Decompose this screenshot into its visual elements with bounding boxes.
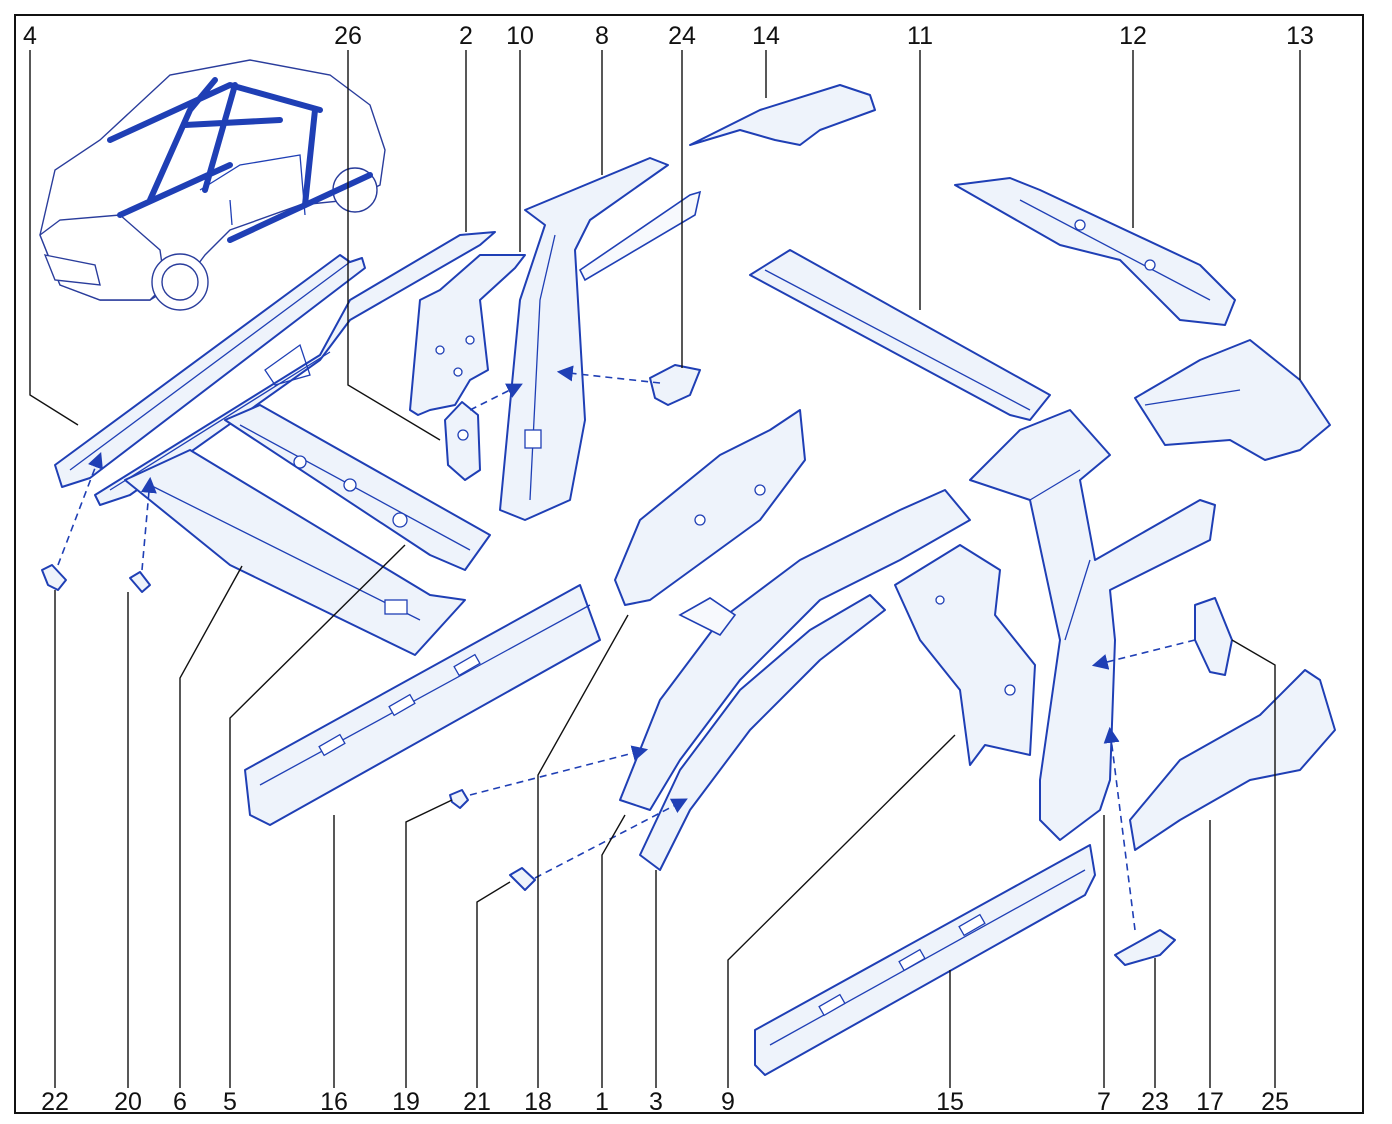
overview-car: [39, 59, 386, 311]
callout-16: 16: [320, 1088, 348, 1116]
callout-17: 17: [1196, 1088, 1224, 1116]
callout-5: 5: [223, 1088, 237, 1116]
part-13-rear-quarter: [1134, 339, 1331, 461]
part-16-sill-inner: [244, 584, 601, 826]
part-11-roof-side-rail: [749, 249, 1051, 421]
part-6-floor-cross: [124, 449, 466, 656]
callout-23: 23: [1141, 1088, 1169, 1116]
fasteners: [41, 564, 536, 891]
callout-24: 24: [668, 22, 696, 50]
callout-3: 3: [649, 1088, 663, 1116]
callout-18: 18: [524, 1088, 552, 1116]
part-14-roof-bow: [689, 84, 876, 146]
part-7-body-side: [969, 409, 1216, 841]
callout-6: 6: [173, 1088, 187, 1116]
part-8-a-pillar: [499, 157, 702, 521]
part-23-plate: [1114, 929, 1176, 966]
callout-19: 19: [392, 1088, 420, 1116]
part-17-rear-side-member: [1129, 669, 1336, 851]
callout-26: 26: [334, 22, 362, 50]
part-5-floor-panel: [224, 404, 491, 571]
callout-4: 4: [23, 22, 37, 50]
part-3-arch-reinforcement: [639, 594, 886, 871]
callout-15: 15: [936, 1088, 964, 1116]
callout-8: 8: [595, 22, 609, 50]
part-15-outer-sill: [754, 844, 1096, 1076]
callout-25: 25: [1261, 1088, 1289, 1116]
callout-20: 20: [114, 1088, 142, 1116]
callout-21: 21: [463, 1088, 491, 1116]
part-2-upper-rail: [94, 231, 496, 506]
callout-12: 12: [1119, 22, 1147, 50]
part-24-plate: [649, 364, 701, 406]
callout-14: 14: [752, 22, 780, 50]
part-18-sill-reinforcement: [614, 409, 806, 606]
leader-lines: [29, 50, 1301, 1088]
callout-7: 7: [1097, 1088, 1111, 1116]
part-26-bracket: [444, 401, 481, 481]
part-1-front-pillar-arch: [619, 489, 971, 811]
assembly-arrows: [57, 365, 1196, 931]
part-12-rear-roof-bow: [954, 177, 1236, 326]
part-25-plate: [1194, 597, 1233, 676]
part-4-roof-rail: [54, 254, 366, 488]
part-10-reinforcement: [409, 254, 526, 416]
callout-22: 22: [41, 1088, 69, 1116]
callout-2: 2: [459, 22, 473, 50]
callout-10: 10: [506, 22, 534, 50]
callout-13: 13: [1286, 22, 1314, 50]
callout-11: 11: [907, 22, 933, 50]
part-9-b-pillar-inner: [894, 544, 1036, 766]
callout-1: 1: [595, 1088, 609, 1116]
callout-9: 9: [721, 1088, 735, 1116]
